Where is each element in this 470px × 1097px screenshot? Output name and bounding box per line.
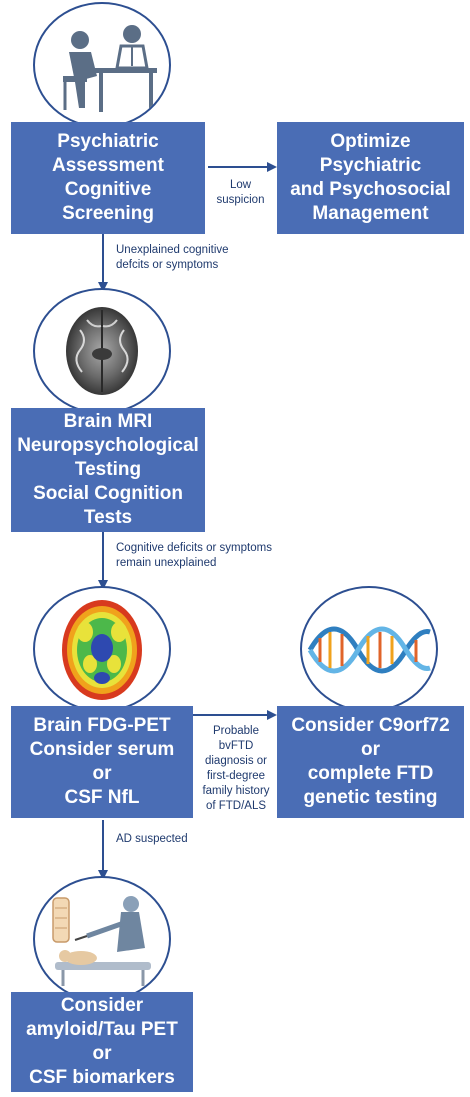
- node-line: Consider: [19, 994, 185, 1018]
- dna-circle: [300, 586, 438, 712]
- node-line: genetic testing: [285, 786, 456, 810]
- edge-label-line: family history: [195, 784, 277, 799]
- node-line: Psychiatric: [19, 130, 197, 154]
- edge-label-line: of FTD/ALS: [195, 799, 277, 814]
- node-line: Optimize Psychiatric: [285, 130, 456, 178]
- amyloid-tau-box: Consider amyloid/Tau PET or CSF biomarke…: [11, 992, 193, 1092]
- node-line: amyloid/Tau PET or: [19, 1018, 185, 1066]
- node-line: Brain MRI: [17, 410, 199, 434]
- doctor-patient-consultation-icon: [35, 4, 169, 126]
- node-line: CSF biomarkers: [19, 1066, 185, 1090]
- node-line: Neuropsychological: [17, 434, 199, 458]
- edge-label-line: suspicion: [213, 193, 268, 208]
- lumbar-puncture-icon: [35, 878, 169, 1000]
- node-line: Consider C9orf72 or: [285, 714, 456, 762]
- lumbar-circle: [33, 876, 171, 1002]
- edge-label-remain-unexplained: Cognitive deficits or symptoms remain un…: [116, 541, 306, 571]
- psychiatric-assessment-box: Psychiatric Assessment Cognitive Screeni…: [11, 122, 205, 234]
- node-line: Cognitive Screening: [19, 178, 197, 226]
- edge-label-line: Probable bvFTD: [195, 724, 277, 754]
- optimize-management-box: Optimize Psychiatric and Psychosocial Ma…: [277, 122, 464, 234]
- edge-label-line: defcits or symptoms: [116, 258, 276, 273]
- edge-label-line: Low: [213, 178, 268, 193]
- mri-circle: [33, 288, 171, 414]
- brain-pet-scan-image: [35, 588, 169, 710]
- brain-fdg-pet-box: Brain FDG-PET Consider serum or CSF NfL: [11, 706, 193, 818]
- pet-circle: [33, 586, 171, 712]
- node-line: CSF NfL: [19, 786, 185, 810]
- dna-helix-icon: [302, 588, 436, 710]
- edge-label-ad-suspected: AD suspected: [116, 832, 236, 847]
- edge-label-line: remain unexplained: [116, 556, 306, 571]
- node-line: complete FTD: [285, 762, 456, 786]
- edge-label-line: AD suspected: [116, 832, 236, 847]
- node-line: Assessment: [19, 154, 197, 178]
- edge-label-low-suspicion: Low suspicion: [213, 178, 268, 208]
- edge-label-line: first-degree: [195, 769, 277, 784]
- edge-label-bvftd: Probable bvFTD diagnosis or first-degree…: [195, 724, 277, 814]
- node-line: Testing: [17, 458, 199, 482]
- brain-mri-scan-image: [35, 290, 169, 412]
- edge-label-line: diagnosis or: [195, 754, 277, 769]
- node-line: Consider serum or: [19, 738, 185, 786]
- node-line: and Psychosocial: [285, 178, 456, 202]
- edge-label-line: Cognitive deficits or symptoms: [116, 541, 306, 556]
- node-line: Brain FDG-PET: [19, 714, 185, 738]
- consultation-circle: [33, 2, 171, 128]
- edge-label-line: Unexplained cognitive: [116, 243, 276, 258]
- edge-label-unexplained-deficits: Unexplained cognitive defcits or symptom…: [116, 243, 276, 273]
- node-line: Management: [285, 202, 456, 226]
- node-line: Social Cognition Tests: [17, 482, 199, 530]
- genetic-testing-box: Consider C9orf72 or complete FTD genetic…: [277, 706, 464, 818]
- brain-mri-box: Brain MRI Neuropsychological Testing Soc…: [11, 408, 205, 532]
